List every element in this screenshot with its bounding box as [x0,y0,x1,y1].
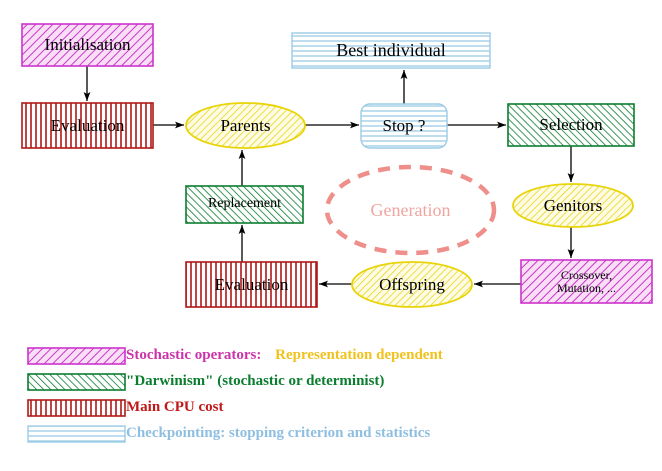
legend-label-main-cpu-cost: Main CPU cost [126,399,224,415]
legend-label-darwinism: "Darwinism" (stochastic or determinist) [126,373,385,389]
node-crossover-mutation[interactable] [520,259,653,304]
node-best-individual[interactable] [291,32,491,69]
node-genitors[interactable] [512,183,634,228]
legend-text-main: Stochastic operators: [126,347,262,363]
node-generation [324,164,497,256]
legend-swatch-checkpointing [27,425,126,443]
edges-group [83,66,575,288]
legend-text-accent: Representation dependent [275,347,443,363]
legend-swatch-main-cpu-cost [27,399,126,417]
node-stop[interactable] [360,103,448,149]
node-replacement[interactable] [185,185,304,224]
node-evaluation-bottom[interactable] [185,261,318,308]
legend-swatch-stochastic-operators [27,347,126,365]
node-offspring[interactable] [351,261,473,308]
node-initialisation[interactable] [21,23,154,67]
legend-swatch-darwinism [27,373,126,391]
node-parents[interactable] [185,102,306,149]
legend-label-checkpointing: Checkpointing: stopping criterion and st… [126,425,431,441]
node-evaluation-top[interactable] [21,102,154,149]
node-selection[interactable] [507,103,635,147]
legend-label-stochastic-operators: Stochastic operators: Representation dep… [126,347,443,364]
